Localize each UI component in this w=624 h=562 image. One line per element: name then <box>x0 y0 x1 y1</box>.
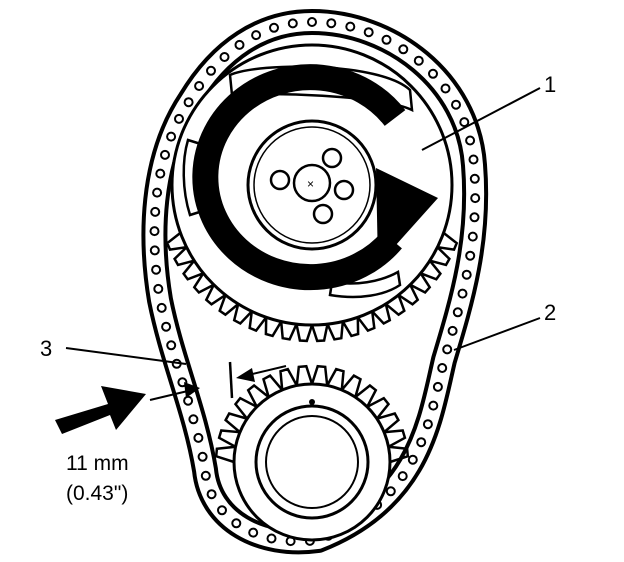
chain-link-pin <box>470 193 481 204</box>
timing-dot <box>309 399 315 405</box>
chain-link-pin <box>150 206 161 217</box>
chain-link-pin <box>266 533 277 544</box>
chain-link-pin <box>468 154 479 165</box>
bolt-hole <box>321 147 343 169</box>
chain-link-pin <box>469 212 480 223</box>
chain-link-pin <box>160 149 170 160</box>
measurement-imperial: (0.43") <box>66 482 128 505</box>
chain-link-pin <box>465 250 476 261</box>
chain-link-pin <box>447 325 458 336</box>
measurement-arrowhead <box>236 368 255 382</box>
chain-link-pin <box>219 52 230 62</box>
chain-link-pin <box>459 117 470 128</box>
bolt-hole <box>312 203 334 225</box>
chain-link-pin <box>451 99 461 110</box>
crankshaft-sprocket <box>214 364 410 542</box>
chain-link-pin <box>467 231 478 242</box>
chain-link-pin <box>398 44 409 55</box>
chain-link-pin <box>194 81 205 91</box>
chain-link-pin <box>151 264 162 275</box>
chain-link-pin <box>166 340 177 351</box>
chain-link-pin <box>153 283 164 294</box>
camshaft-hub-inner <box>253 126 371 244</box>
chain-link-pin <box>407 454 418 465</box>
bolt-hole <box>333 179 355 201</box>
chain-links <box>149 17 481 547</box>
chain-link-pin <box>440 83 451 94</box>
chain-link-pin <box>345 21 356 32</box>
chain-link-pin <box>152 187 163 198</box>
callout-leaders <box>65 87 541 365</box>
crankshaft-hub-bore <box>265 415 359 509</box>
chain-link-pin <box>231 518 242 529</box>
callout-3: 3 <box>40 336 52 361</box>
chain-link-pin <box>428 400 439 411</box>
chain-link-pin <box>188 414 199 425</box>
chain-link-pin <box>234 39 245 50</box>
chain-link-pin <box>217 505 227 516</box>
chain-link-pin <box>413 55 424 66</box>
camshaft-center-bore <box>292 163 332 203</box>
chain-link-pin <box>432 381 443 392</box>
callout-1: 1 <box>544 72 556 97</box>
rotation-arc <box>192 64 406 291</box>
chain-link-pin <box>287 18 298 29</box>
chain-link-pin <box>166 131 177 142</box>
center-mark: × <box>307 177 314 191</box>
chain-link-pin <box>363 27 374 38</box>
chain-link-pin <box>326 18 337 29</box>
leader-1 <box>421 87 541 151</box>
chain-link-pin <box>183 395 194 406</box>
measurement-arrow-line-left <box>149 389 193 401</box>
chain-link-pin <box>248 527 259 538</box>
timing-chain <box>141 8 489 555</box>
chain-link-pin <box>452 307 463 318</box>
chain-link-pin <box>465 135 476 146</box>
chain-link-pin <box>193 432 204 443</box>
measurement-arrowhead-left <box>184 382 200 398</box>
bolt-hole <box>269 169 291 191</box>
chain-link-pin <box>183 97 194 108</box>
chain-link-pin <box>206 65 216 76</box>
chain-link-pin <box>206 489 217 500</box>
chain-link-pin <box>251 30 262 41</box>
chain-link-pin <box>197 451 208 462</box>
chain-link-pin <box>397 471 408 482</box>
chain-link-pin <box>149 226 160 237</box>
measurement-metric: 11 mm <box>66 452 129 475</box>
callout-2: 2 <box>544 300 556 325</box>
chain-link-pin <box>156 302 167 313</box>
chain-link-pin <box>416 437 427 448</box>
force-arrow-shape <box>55 386 146 434</box>
rotation-arrowhead <box>376 168 438 265</box>
deflection-measurement <box>149 361 287 401</box>
force-arrow-icon <box>55 386 146 434</box>
leader-3 <box>65 347 187 365</box>
chain-link-pin <box>385 486 396 497</box>
chain-link-pin <box>161 321 172 332</box>
chain-link-pin <box>155 168 166 179</box>
chain-link-pin <box>422 419 433 430</box>
chain-link-pin <box>457 288 468 299</box>
chain-link-pin <box>461 269 472 280</box>
measurement-tick <box>228 361 234 399</box>
chain-link-pin <box>174 113 184 124</box>
circular-arrow-icon <box>192 64 438 291</box>
chain-link-pin <box>269 22 279 33</box>
chain-link-pin <box>469 173 480 184</box>
chain-link-pin <box>428 68 438 79</box>
chain-link-pin <box>307 17 317 27</box>
chain-link-pin <box>149 245 160 256</box>
chain-link-pin <box>442 344 453 355</box>
leader-2 <box>453 317 541 351</box>
chain-link-pin <box>200 470 211 481</box>
chain-link-pin <box>437 363 448 373</box>
chain-link-pin <box>381 34 392 45</box>
